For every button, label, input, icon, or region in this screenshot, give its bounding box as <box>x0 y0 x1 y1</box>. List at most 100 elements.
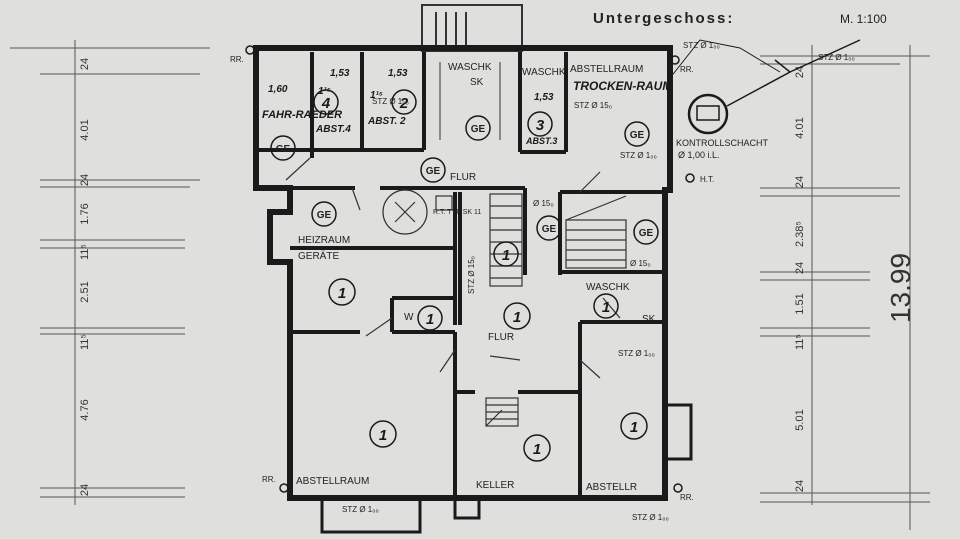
rr-marker-top-left <box>245 45 255 55</box>
marker-4: 4 <box>313 89 339 115</box>
label-abstellraum-top: ABSTELLRAUM <box>570 64 643 75</box>
measure-115-b: 1¹⁵ <box>370 90 383 101</box>
marker-1-abstellraum: 1 <box>369 420 397 448</box>
ge-marker-stair: GE <box>536 215 562 241</box>
label-sk-right: SK <box>642 314 656 325</box>
measure-153-a: 1,53 <box>330 68 350 79</box>
right-stairs <box>565 195 627 269</box>
ge-marker-flur-top: GE <box>420 157 446 183</box>
number-markers: 4 2 3 1 1 1 1 1 1 1 1 <box>313 89 648 462</box>
ge-marker-label: GE <box>426 166 441 177</box>
marker-3-label: 3 <box>536 117 545 134</box>
marker-1-label: 1 <box>338 285 346 302</box>
plan-scale: M. 1:100 <box>840 12 887 26</box>
dim-right-7: 11⁵ <box>794 334 806 350</box>
measure-153-b: 1,53 <box>388 68 408 79</box>
dim-right-6: 1.51 <box>794 293 806 314</box>
ge-marker-label: GE <box>639 228 654 239</box>
door-swings <box>285 157 621 379</box>
label-keller: KELLER <box>476 480 514 491</box>
ge-marker-label: GE <box>471 124 486 135</box>
label-abst4: ABST.4 <box>315 124 351 135</box>
annot-stz-bottom: STZ Ø 1₀₀ <box>342 505 379 514</box>
annot-ht: H.T. <box>700 175 714 184</box>
ge-marker-label: GE <box>630 130 645 141</box>
marker-1-label: 1 <box>533 441 541 458</box>
marker-1-flur: 1 <box>503 302 531 330</box>
dim-right-5: 24 <box>794 262 806 274</box>
label-waschk-top: WASCHK <box>522 67 566 78</box>
annot-stz-abst: STZ Ø 1₀₀ <box>372 97 409 106</box>
ge-marker-trockenraum: GE <box>624 121 650 147</box>
bottom-stairs <box>485 397 519 427</box>
annot-stz-bottom-right: STZ Ø 1₀₀ <box>632 513 669 522</box>
ge-marker-right: GE <box>633 219 659 245</box>
dim-left-1: 24 <box>79 58 91 70</box>
dim-left-2: 4.01 <box>79 119 91 140</box>
top-small-stairs <box>439 62 501 140</box>
marker-1-label: 1 <box>513 309 521 326</box>
marker-1-abstellr: 1 <box>620 412 648 440</box>
marker-1-label: 1 <box>630 419 638 436</box>
marker-1-geraete: 1 <box>328 278 356 306</box>
dim-left-5: 11⁵ <box>79 244 91 260</box>
ge-markers: GE GE GE GE GE GE GE <box>270 115 659 245</box>
ge-marker-heizraum: GE <box>311 201 337 227</box>
label-waschk-top-main: WASCHK <box>448 62 492 73</box>
label-waschk-right: WASCHK <box>586 282 630 293</box>
label-trockenraum: TROCKEN-RAUM <box>573 79 673 93</box>
label-fahrraeder: FAHR-RAEDER <box>262 109 342 121</box>
dim-left-4: 1.76 <box>79 203 91 224</box>
annot-stz-stair: STZ Ø 15₀ <box>467 256 476 294</box>
annot-stz-flur-right: STZ Ø 1₀₀ <box>620 151 657 160</box>
marker-2: 2 <box>391 89 417 115</box>
label-flur-top: FLUR <box>450 172 476 183</box>
annot-stz-trocken: STZ Ø 15₀ <box>574 101 612 110</box>
label-abstellr-right: ABSTELLR <box>586 482 637 493</box>
dim-right-2: 4.01 <box>794 117 806 138</box>
annot-kontroll-size: Ø 1,00 i.L. <box>678 150 720 160</box>
ht-marker <box>685 173 695 183</box>
annot-rr-bottom-right: RR. <box>680 493 694 502</box>
dimension-chain-right <box>760 45 930 530</box>
annot-d150-right: Ø 15₀ <box>630 259 651 268</box>
label-sk-top: SK <box>470 77 484 88</box>
label-geraete: GERÄTE <box>298 250 339 262</box>
rr-marker-top-right <box>670 55 680 65</box>
annot-stz-right: STZ Ø 1₀₀ <box>818 53 855 62</box>
annot-rr-bottom-left: RR. <box>262 475 276 484</box>
marker-4-label: 4 <box>321 95 331 112</box>
label-rt-typ: R.T. TYP SK 11 <box>433 209 481 216</box>
label-heizraum: HEIZRAUM <box>298 235 350 246</box>
label-abst3: ABST.3 <box>525 136 557 146</box>
label-flur-center: FLUR <box>488 332 514 343</box>
inspection-shaft <box>669 39 861 135</box>
top-light-well <box>421 4 523 52</box>
dim-left-6: 2.51 <box>79 281 91 302</box>
dim-left-7: 11⁵ <box>79 334 91 350</box>
annot-kontrollschacht: KONTROLLSCHACHT <box>676 138 769 148</box>
annot-stz-right-room: STZ Ø 1₀₀ <box>618 349 655 358</box>
label-abstellraum-left: ABSTELLRAUM <box>296 476 369 487</box>
dim-left-9: 24 <box>79 484 91 496</box>
bottom-entrance <box>320 496 481 534</box>
marker-1-stair: 1 <box>493 241 519 267</box>
marker-1-wc: 1 <box>417 305 443 331</box>
annot-d150-center: Ø 15₀ <box>533 199 554 208</box>
label-wc: W <box>404 312 414 323</box>
annot-stz-top: STZ Ø 1₀₀ <box>683 41 720 50</box>
ge-marker-waschk-top: GE <box>465 115 491 141</box>
dimension-chain-left <box>10 40 210 505</box>
marker-2-label: 2 <box>399 95 409 112</box>
boiler-symbol <box>382 189 453 235</box>
right-bay <box>663 403 693 461</box>
overall-dimension: 13.99 <box>885 253 916 323</box>
ge-marker-label: GE <box>276 144 291 155</box>
dim-right-3: 24 <box>794 176 806 188</box>
ge-marker-label: GE <box>542 224 557 235</box>
label-abst2: ABST. 2 <box>367 116 406 127</box>
measure-160: 1,60 <box>268 84 288 95</box>
dim-left-3: 24 <box>79 174 91 186</box>
